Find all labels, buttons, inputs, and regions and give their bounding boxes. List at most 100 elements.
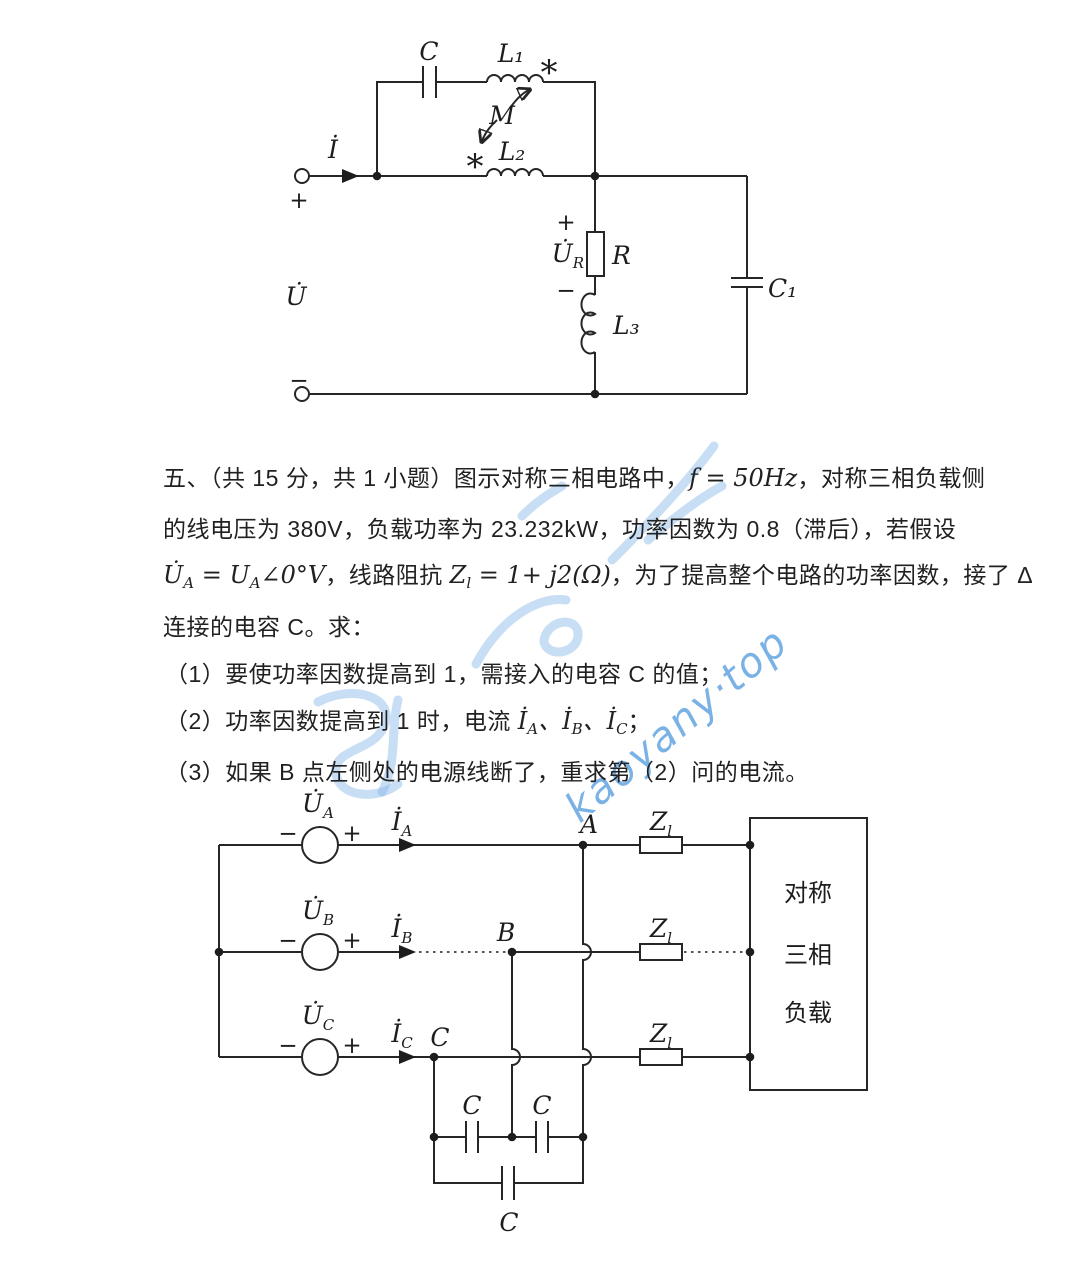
tap-wire-from-B [511, 952, 521, 1137]
wire [543, 81, 596, 176]
delta-capacitor-bottom [433, 1137, 584, 1200]
IC-sub: C [616, 720, 628, 738]
IB-sub: B [571, 720, 583, 738]
label-plus: + [342, 1033, 361, 1059]
load-text-line3: 负载 [784, 1000, 832, 1027]
problem-item-3: （3）如果 B 点左侧处的电源线断了，重求第（2）问的电流。 [165, 753, 809, 787]
label-M: M [488, 101, 516, 130]
label-Zl-C: Zl [649, 1019, 672, 1052]
node-A-dot [578, 840, 588, 850]
IA-var: İ [517, 707, 528, 735]
watermark-stroke [471, 595, 571, 669]
label-UC: U̇C [302, 1001, 335, 1034]
inductor-L3 [580, 292, 597, 355]
label-node-C: C [430, 1023, 449, 1052]
junction-dot [590, 389, 600, 399]
node-B-dot [507, 947, 517, 957]
wire [376, 81, 487, 176]
source-UB [301, 933, 339, 971]
label-cap-C: C [499, 1208, 518, 1237]
line2-text: 的线电压为 380V，负载功率为 23.232kW，功率因数为 0.8（滞后），… [163, 516, 957, 542]
label-plus: + [289, 188, 308, 214]
impedance-Zl-C [639, 1048, 683, 1066]
label-IB: İB [391, 914, 413, 947]
resistor-R [586, 231, 605, 277]
problem-line-3: U̇A = UA∠0°V，线路阻抗 Zl = 1+ j2(Ω)，为了提高整个电路… [163, 556, 1034, 592]
label-C1: C₁ [768, 274, 797, 303]
label-UR: U̇R [552, 239, 584, 272]
label-minus: − [278, 821, 297, 847]
line1-pre: 五、（共 15 分，共 1 小题）图示对称三相电路中， [163, 465, 689, 491]
junction-dot [745, 1052, 755, 1062]
label-minus: − [278, 1033, 297, 1059]
impedance-Zl-B [639, 943, 683, 961]
problem-line-4: 连接的电容 C。求： [163, 608, 375, 642]
dot-mark-L1-star: * [541, 53, 558, 93]
mutual-arrow-to-L1 [509, 90, 529, 109]
junction-dot [745, 840, 755, 850]
line3-formula-UA: U̇A = UA∠0°V [163, 561, 326, 592]
mutual-arrow-to-L2 [482, 119, 498, 141]
node-C-dot [429, 1052, 439, 1062]
problem-line-2: 的线电压为 380V，负载功率为 23.232kW，功率因数为 0.8（滞后），… [163, 510, 956, 544]
IC-var: İ [606, 707, 617, 735]
junction-dot [214, 947, 224, 957]
sep1: 、 [538, 707, 563, 735]
circuit1-mutual-inductance-network: İ + U̇ − C L₁ * M * L₂ + U̇R − R L₃ C₁ [285, 37, 797, 402]
label-node-B: B [496, 918, 515, 947]
junction-dot [372, 171, 382, 181]
IA-sub: A [527, 720, 539, 738]
label-UB: U̇B [302, 896, 334, 929]
line3-post: ，为了提高整个电路的功率因数，接了 Δ [610, 562, 1034, 588]
label-Zl-B: Zl [649, 914, 672, 947]
watermark-stroke [517, 481, 567, 521]
Zl-sub: l [466, 574, 472, 592]
input-terminal-top [294, 168, 310, 184]
inductor-L1 [486, 74, 544, 83]
tap-wire-from-A [582, 845, 592, 1137]
UA-var2: U [229, 561, 250, 589]
UA-sub: A [183, 574, 195, 592]
watermark-stroke [607, 441, 719, 565]
current-arrow [342, 169, 359, 183]
label-C: C [419, 37, 438, 66]
label-L1: L₁ [497, 39, 525, 68]
UA-var: U̇ [163, 561, 184, 589]
label-IA: İA [391, 807, 413, 840]
impedance-Zl-A [639, 836, 683, 854]
item1-text: （1）要使功率因数提高到 1，需接入的电容 C 的值； [165, 661, 723, 687]
watermark-stroke [643, 481, 727, 545]
input-terminal-bottom [294, 386, 310, 402]
label-cap-C: C [462, 1091, 481, 1120]
dot-mark-L2-star: * [467, 147, 484, 187]
load-text-line1: 对称 [784, 880, 832, 907]
source-UC [301, 1038, 339, 1076]
label-node-A: A [578, 810, 598, 839]
line1-post: ，对称三相负载侧 [797, 465, 986, 491]
problem-item-1: （1）要使功率因数提高到 1，需接入的电容 C 的值； [165, 655, 723, 689]
item2-pre: （2）功率因数提高到 1 时，电流 [165, 708, 518, 734]
item2-end: ； [627, 708, 652, 734]
UA-sub2: A [249, 574, 261, 592]
watermark-stroke [539, 617, 583, 657]
Zl-var: Z [449, 561, 467, 589]
current-arrow-IC [399, 1050, 416, 1064]
junction-dot [429, 1132, 439, 1142]
Zl-value: = 1+ j2(Ω) [471, 561, 611, 589]
junction-dot [578, 1132, 588, 1142]
label-cap-C: C [532, 1091, 551, 1120]
inductor-L2 [486, 168, 544, 177]
UA-angle: ∠0°V [260, 561, 326, 589]
watermark-stroke [313, 689, 403, 799]
line3-mid: ，线路阻抗 [325, 562, 450, 588]
IB-var: İ [562, 707, 572, 735]
source-UA [301, 826, 339, 864]
delta-capacitors-row [434, 1121, 583, 1153]
label-minus: − [289, 368, 308, 394]
item2-currents: İA、İB、İC [517, 707, 628, 738]
junction-dot [745, 947, 755, 957]
label-minus: − [278, 928, 297, 954]
label-UA: U̇A [302, 789, 334, 822]
